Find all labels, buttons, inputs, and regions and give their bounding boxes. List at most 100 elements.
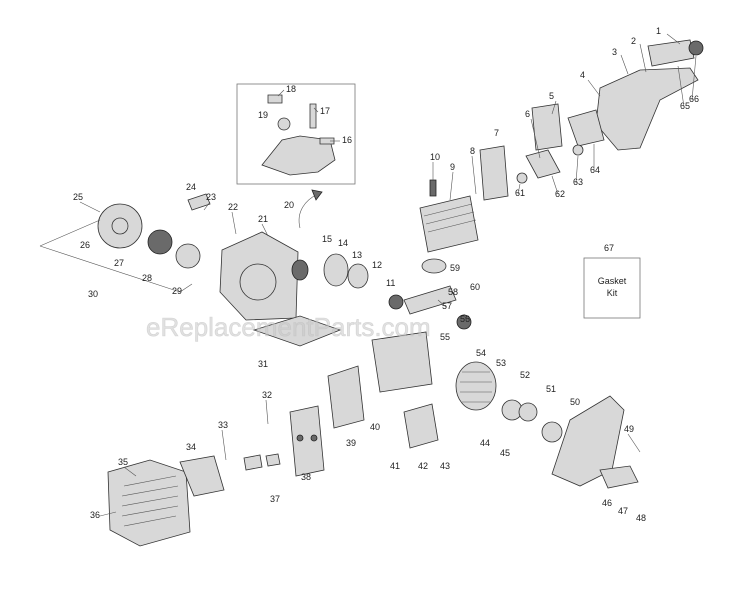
part-label-29: 29 — [172, 286, 182, 296]
part-label-48: 48 — [636, 513, 646, 523]
part-label-43: 43 — [440, 461, 450, 471]
handle-24 — [187, 193, 211, 211]
part-label-25: 25 — [73, 192, 83, 202]
part-label-19: 19 — [258, 110, 268, 120]
part-label-9: 9 — [450, 162, 455, 172]
gasket-kit-line1: Gasket — [598, 276, 627, 286]
air-filter-cover — [595, 67, 699, 151]
pulley-28 — [175, 243, 201, 269]
part-label-1: 1 — [656, 26, 661, 36]
part-label-58: 58 — [448, 287, 458, 297]
part-label-54: 54 — [476, 348, 486, 358]
part-52-shape — [518, 402, 538, 422]
part-label-8: 8 — [470, 146, 475, 156]
air-filter — [647, 39, 695, 67]
part-label-37: 37 — [270, 494, 280, 504]
cover-grille — [121, 475, 179, 527]
leader-line-49 — [627, 433, 641, 453]
part-label-64: 64 — [590, 165, 600, 175]
part-label-49: 49 — [624, 424, 634, 434]
part-label-23: 23 — [206, 192, 216, 202]
spring-13 — [347, 263, 369, 289]
part-label-53: 53 — [496, 358, 506, 368]
part-label-10: 10 — [430, 152, 440, 162]
leader-line-61 — [517, 183, 521, 195]
flywheel — [455, 361, 497, 411]
part-label-22: 22 — [228, 202, 238, 212]
part-label-66: 66 — [689, 94, 699, 104]
part-label-36: 36 — [90, 510, 100, 520]
part-label-57: 57 — [442, 301, 452, 311]
rope-30 — [39, 219, 181, 293]
leader-line-6 — [530, 118, 541, 159]
leader-line-3 — [620, 54, 629, 75]
part-label-44: 44 — [480, 438, 490, 448]
leader-lines — [79, 33, 697, 517]
leader-line-56 — [463, 313, 467, 321]
leader-line-18 — [277, 89, 285, 97]
crankcase-55 — [371, 331, 433, 393]
part-label-46: 46 — [602, 498, 612, 508]
part-label-55: 55 — [440, 332, 450, 342]
part-label-34: 34 — [186, 442, 196, 452]
part-label-61: 61 — [515, 188, 525, 198]
leader-line-2 — [639, 43, 647, 73]
leader-line-4 — [587, 79, 601, 97]
part-label-40: 40 — [370, 422, 380, 432]
starter-hub — [111, 217, 129, 235]
leader-line-57 — [437, 299, 447, 308]
leader-line-66 — [691, 55, 697, 101]
spring-27 — [147, 229, 173, 255]
leader-line-25 — [79, 201, 101, 213]
part-label-17: 17 — [320, 106, 330, 116]
part-label-11: 11 — [386, 278, 395, 288]
spark-plug — [429, 179, 437, 197]
part-label-65: 65 — [680, 101, 690, 111]
part-label-63: 63 — [573, 177, 583, 187]
leader-line-65 — [677, 65, 685, 108]
part-label-52: 52 — [520, 370, 530, 380]
leader-line-21 — [261, 223, 269, 237]
part-label-50: 50 — [570, 397, 580, 407]
plate-39 — [327, 365, 365, 429]
arrow-head — [311, 189, 323, 201]
part-label-2: 2 — [631, 36, 636, 46]
piston — [421, 258, 447, 274]
part-label-35: 35 — [118, 457, 128, 467]
part-label-15: 15 — [322, 234, 332, 244]
gear-shaft-48 — [599, 465, 639, 489]
part-6-shape — [525, 149, 561, 179]
part-label-14: 14 — [338, 238, 348, 248]
part-label-4: 4 — [580, 70, 585, 80]
leader-line-22 — [231, 211, 237, 235]
part-label-31: 31 — [258, 359, 268, 369]
part-label-38: 38 — [301, 472, 311, 482]
leader-line-5 — [551, 100, 557, 115]
part-label-21: 21 — [258, 214, 268, 224]
leader-line-32 — [265, 399, 269, 425]
part-label-13: 13 — [352, 250, 362, 260]
fuel-tank — [289, 405, 325, 477]
part-label-45: 45 — [500, 448, 510, 458]
cylinder — [419, 195, 479, 253]
part-label-20: 20 — [284, 200, 294, 210]
part-label-7: 7 — [494, 128, 499, 138]
leader-line-33 — [221, 429, 227, 461]
flywheel-fins — [460, 371, 492, 403]
cylinder-fins — [423, 203, 477, 233]
cover-34 — [179, 455, 225, 497]
part-label-30: 30 — [88, 289, 98, 299]
part-label-51: 51 — [546, 384, 556, 394]
tank-cap-b — [310, 434, 318, 442]
part-label-27: 27 — [114, 258, 124, 268]
leader-line-36 — [99, 511, 117, 517]
part-18-shape — [267, 94, 283, 104]
leader-line-8 — [471, 155, 477, 195]
part-label-47: 47 — [618, 506, 628, 516]
part-label-6: 6 — [525, 109, 530, 119]
primer-housing — [261, 135, 336, 176]
shield-31 — [252, 315, 342, 347]
part-label-32: 32 — [262, 390, 272, 400]
part-37b-shape — [265, 453, 281, 467]
